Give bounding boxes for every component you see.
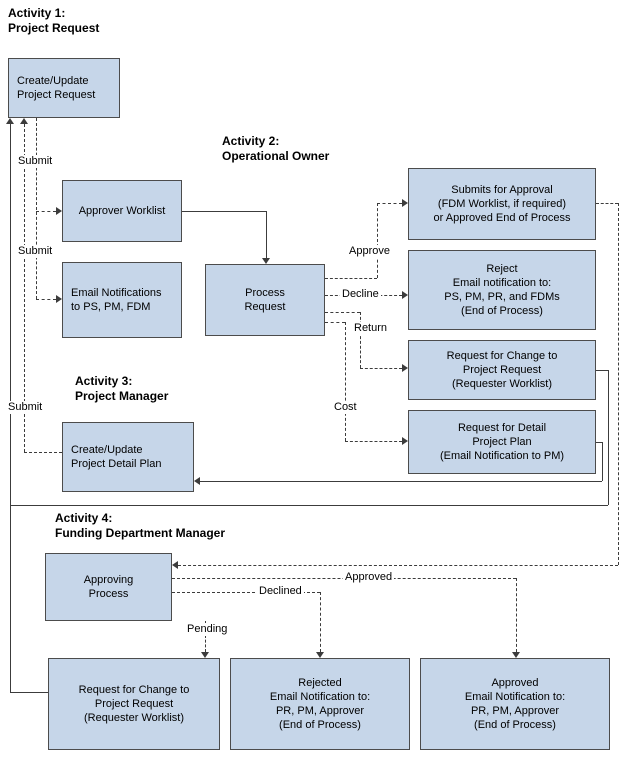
node-process-request: Process Request <box>205 264 325 336</box>
node-approver-worklist: Approver Worklist <box>62 180 182 242</box>
connector-change-right-vertical <box>608 370 609 505</box>
arrow-into-request-change <box>402 364 408 372</box>
connector-cost-v <box>345 322 346 441</box>
edge-label-submit-notifications: Submit <box>16 245 55 258</box>
connector-cost-h1 <box>325 322 345 323</box>
edge-label-return: Return <box>352 322 390 335</box>
connector-change-return-horizontal <box>10 505 608 506</box>
node-rejected-notification: Rejected Email Notification to: PR, PM, … <box>230 658 410 750</box>
arrow-into-reject-notification <box>402 291 408 299</box>
connector-fdm-change-to-trunk <box>10 692 48 693</box>
connector-approve-h1 <box>325 278 377 279</box>
arrow-into-submits-for-approval <box>402 199 408 207</box>
node-submits-for-approval: Submits for Approval (FDM Worklist, if r… <box>408 168 596 240</box>
arrow-into-rejected-notification <box>316 652 324 658</box>
connector-submit-to-notifications <box>36 299 56 300</box>
node-reject-notification: Reject Email notification to: PS, PM, PR… <box>408 250 596 330</box>
node-email-notifications: Email Notifications to PS, PM, FDM <box>62 262 182 338</box>
connector-return-h1 <box>325 312 360 313</box>
arrow-into-fdm-request-change <box>201 652 209 658</box>
connector-worklist-to-process-h <box>182 211 266 212</box>
node-create-update-project-request: Create/Update Project Request <box>8 58 120 118</box>
connector-approve-h2 <box>377 203 402 204</box>
arrow-into-process-request <box>262 258 270 264</box>
arrow-into-approving-process <box>172 561 178 569</box>
connector-change-right-stub <box>596 370 608 371</box>
arrow-into-email-notifications <box>56 295 62 303</box>
connector-return-h2 <box>360 368 402 369</box>
connector-detailplan-vertical <box>602 442 603 481</box>
edge-label-submit-detail-plan: Submit <box>6 401 45 414</box>
node-approved-notification: Approved Email Notification to: PR, PM, … <box>420 658 610 750</box>
connector-declined-v <box>320 592 321 652</box>
connector-worklist-to-process-v <box>266 211 267 258</box>
connector-submit-trunk <box>36 118 37 299</box>
connector-cost-h2 <box>345 441 402 442</box>
node-fdm-request-change: Request for Change to Project Request (R… <box>48 658 220 750</box>
edge-label-approve: Approve <box>347 245 392 258</box>
connector-approve-v <box>377 203 378 278</box>
connector-detailplan-stub <box>596 442 602 443</box>
edge-label-approved: Approved <box>343 571 395 584</box>
node-create-update-detail-plan: Create/Update Project Detail Plan <box>62 422 194 492</box>
connector-fdm-approval-vertical <box>618 203 619 565</box>
connector-return-v <box>360 312 361 368</box>
node-request-change-requester: Request for Change to Project Request (R… <box>408 340 596 400</box>
arrow-into-project-request-dashed <box>20 118 28 124</box>
connector-detailplan-submit-h <box>24 452 62 453</box>
activity1-title: Activity 1: Project Request <box>8 6 100 35</box>
edge-label-pending: Pending <box>185 623 230 636</box>
connector-approved-v <box>516 578 517 652</box>
edge-label-decline: Decline <box>340 288 381 301</box>
arrow-into-request-detail-plan <box>402 437 408 445</box>
connector-fdm-approval-to-approving <box>178 565 618 566</box>
connector-submit-to-worklist <box>36 211 56 212</box>
arrow-into-approver-worklist <box>56 207 62 215</box>
node-request-detail-plan: Request for Detail Project Plan (Email N… <box>408 410 596 474</box>
arrow-into-detail-plan <box>194 477 200 485</box>
edge-label-submit-worklist: Submit <box>16 155 55 168</box>
connector-detailplan-submit-v <box>24 124 25 452</box>
activity2-title: Activity 2: Operational Owner <box>222 134 330 163</box>
connector-pending-v <box>205 621 206 652</box>
arrow-into-approved-notification <box>512 652 520 658</box>
arrow-into-project-request-solid <box>6 118 14 124</box>
connector-fdm-approval-stub <box>596 203 618 204</box>
connector-declined-h <box>172 592 320 593</box>
connector-detailplan-to-a3 <box>200 481 602 482</box>
activity4-title: Activity 4: Funding Department Manager <box>55 511 226 540</box>
activity3-title: Activity 3: Project Manager <box>75 374 169 403</box>
edge-label-cost: Cost <box>332 401 359 414</box>
node-approving-process: Approving Process <box>45 553 172 621</box>
edge-label-declined: Declined <box>257 585 304 598</box>
